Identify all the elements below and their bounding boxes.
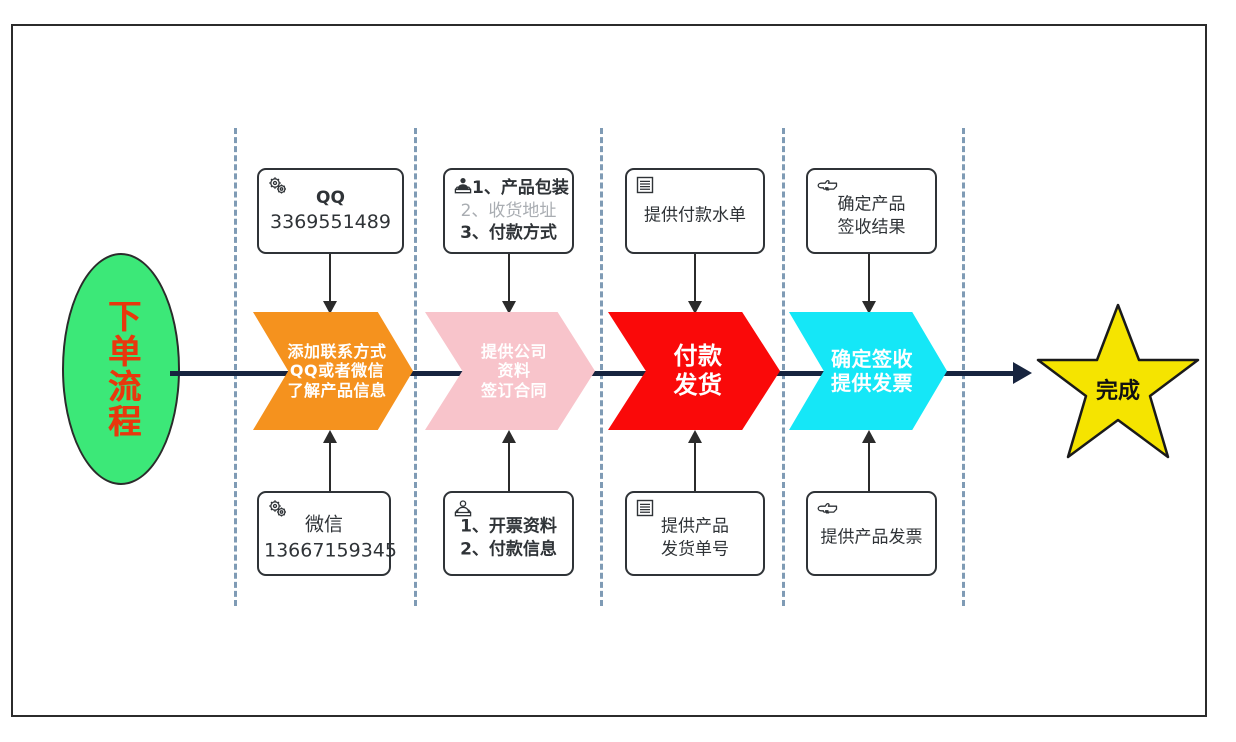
end-node-label: 完成 (1095, 378, 1140, 404)
lane-divider-3 (600, 128, 603, 606)
text-line: 1、开票资料 (460, 516, 557, 537)
text-line: 提供发票 (831, 371, 913, 395)
text-line: 发货 (673, 371, 723, 399)
stage-4-top-box[interactable]: 确定产品 签收结果 (806, 168, 937, 254)
stage-3-top-connector (694, 254, 696, 306)
stage-4-bottom-connector (868, 437, 870, 493)
text-line: 提供公司 (480, 341, 547, 361)
stage-2-bottom-connector (508, 437, 510, 493)
stage-1-top-box-text: QQ 3369551489 (259, 187, 402, 235)
stage-1-top-arrowhead (323, 301, 337, 314)
main-flow-arrowhead (1013, 362, 1032, 384)
diagram-frame (11, 24, 1207, 717)
end-node-complete[interactable]: 完成 (1032, 300, 1204, 465)
text-line: 添加联系方式 (287, 341, 387, 361)
stage-4-bottom-box[interactable]: 提供产品发票 (806, 491, 937, 576)
stage-1-top-box[interactable]: QQ 3369551489 (257, 168, 404, 254)
text-line: 提供产品发票 (820, 528, 923, 549)
stage-1-bottom-connector (329, 437, 331, 493)
stage-4-top-arrowhead (862, 301, 876, 314)
stage-2-bottom-box-text: 1、开票资料 2、付款信息 (445, 516, 572, 561)
stage-4-chevron-label: 确定签收 提供发票 (823, 347, 913, 396)
stage-2-top-box[interactable]: 1、产品包装 2、收货地址 3、付款方式 (443, 168, 574, 254)
stage-3-chevron-label: 付款 发货 (666, 342, 723, 401)
pointing-hand-icon (816, 498, 838, 520)
text-line: 提供产品 (661, 516, 729, 537)
stage-2-top-box-text: 1、产品包装 2、收货地址 3、付款方式 (445, 177, 572, 245)
stage-2-chevron[interactable]: 提供公司 资料 签订合同 (425, 312, 595, 430)
stage-2-bottom-arrowhead (502, 430, 516, 443)
stage-2-chevron-label: 提供公司 资料 签订合同 (473, 342, 547, 401)
document-list-icon (635, 175, 657, 197)
stage-1-top-connector (329, 254, 331, 306)
text-line: 发货单号 (661, 539, 729, 560)
text-line: 微信 (304, 514, 343, 537)
text-line: 确定产品 (837, 194, 906, 215)
text-line: 资料 (497, 361, 531, 381)
text-line: QQ (316, 188, 345, 209)
pointing-hand-icon (816, 175, 838, 197)
start-node-label: 下单流程 (102, 299, 142, 439)
lane-divider-5 (962, 128, 965, 606)
text-line: 签收结果 (837, 216, 906, 237)
text-line: 签订合同 (480, 380, 547, 400)
text-line: 13667159345 (264, 539, 397, 562)
person-box-icon (453, 175, 475, 197)
stage-1-bottom-box-text: 微信 13667159345 (259, 513, 397, 564)
text-line: 确定签收 (831, 346, 913, 371)
gears-icon (267, 498, 289, 520)
text-line: 1、产品包装 (472, 178, 569, 199)
stage-3-bottom-box[interactable]: 提供产品 发货单号 (625, 491, 765, 576)
lane-divider-4 (782, 128, 785, 606)
stage-4-bottom-box-text: 提供产品发票 (808, 527, 935, 550)
text-line: 3、付款方式 (460, 223, 557, 244)
lane-divider-2 (414, 128, 417, 606)
stage-4-top-connector (868, 254, 870, 306)
stage-3-bottom-box-text: 提供产品 发货单号 (627, 516, 763, 561)
stage-1-bottom-box[interactable]: 微信 13667159345 (257, 491, 397, 576)
stage-4-top-box-text: 确定产品 签收结果 (808, 193, 935, 238)
star-shape-icon (1036, 303, 1200, 459)
stage-3-bottom-arrowhead (688, 430, 702, 443)
stage-3-top-box-text: 提供付款水单 (627, 205, 763, 228)
gears-icon (267, 175, 289, 197)
stage-3-top-arrowhead (688, 301, 702, 314)
person-box-icon (453, 498, 475, 520)
text-line: 3369551489 (270, 210, 391, 233)
text-line: 付款 (673, 341, 723, 370)
stage-3-top-box[interactable]: 提供付款水单 (625, 168, 765, 254)
stage-1-chevron-label: 添加联系方式 QQ或者微信 了解产品信息 (279, 342, 386, 401)
stage-3-bottom-connector (694, 437, 696, 493)
start-node-order-process[interactable]: 下单流程 (62, 253, 180, 485)
stage-2-top-arrowhead (502, 301, 516, 314)
stage-2-bottom-box[interactable]: 1、开票资料 2、付款信息 (443, 491, 574, 576)
document-list-icon (635, 498, 657, 520)
text-line: 了解产品信息 (287, 380, 387, 400)
text-line: 提供付款水单 (644, 205, 746, 226)
stage-1-bottom-arrowhead (323, 430, 337, 443)
text-line: QQ或者微信 (289, 361, 385, 381)
stage-4-bottom-arrowhead (862, 430, 876, 443)
lane-divider-1 (234, 128, 237, 606)
text-line: 2、付款信息 (460, 539, 557, 560)
stage-2-top-connector (508, 254, 510, 306)
text-line: 2、收货地址 (460, 200, 557, 221)
